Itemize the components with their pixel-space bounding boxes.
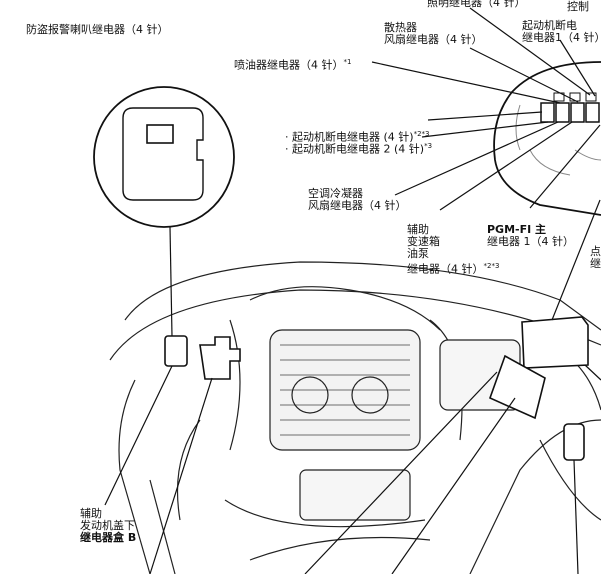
pgm-fi-relay-label-line2: 继电器 1（4 针） bbox=[487, 235, 574, 248]
ac-condenser-fan-relay-label-line1: 空调冷凝器 bbox=[308, 187, 363, 200]
starter-cut-relay-2-note: *3 bbox=[424, 142, 433, 150]
aux-pump-relay-label-line1: 辅助 bbox=[407, 223, 429, 236]
aux-pump-relay-note: *2*3 bbox=[483, 262, 500, 270]
pgm-fi-relay-label-line1: PGM-FI 主 bbox=[487, 223, 547, 236]
horn-relay-zoom bbox=[93, 86, 235, 228]
starter-cut-relay-top-label-line1: 起动机断电 bbox=[522, 19, 577, 32]
radiator-fan-relay-label-line1: 散热器 bbox=[384, 21, 417, 34]
starter-cut-relay-1-label: · 起动机断电继电器 (4 针)*2*3 bbox=[285, 130, 430, 144]
radiator-fan-relay-label-line2: 风扇继电器（4 针） bbox=[384, 33, 483, 46]
under-hood-fuse-box-shapes bbox=[488, 316, 589, 461]
right-label-partial-line1: 点 bbox=[590, 245, 601, 258]
injector-relay-label: 喷油器继电器（4 针）*1 bbox=[234, 58, 352, 72]
control-label-partial: 控制 bbox=[567, 0, 589, 13]
aux-pump-relay-label-line3: 油泵 bbox=[407, 247, 429, 260]
starter-cut-relay-1-note: *2*3 bbox=[413, 130, 430, 138]
aux-relay-box-b-shape bbox=[164, 335, 241, 380]
starter-cut-relay-top-label-line2: 继电器1（4 针） bbox=[522, 31, 601, 44]
lighting-relay-label: 照明继电器（4 针） bbox=[427, 0, 526, 9]
leader-lines bbox=[104, 7, 601, 574]
engine-bay-artwork bbox=[109, 261, 601, 574]
aux-relay-box-b-label-line1: 辅助 bbox=[80, 507, 102, 520]
aux-relay-box-b-label-line3: 继电器盒 B bbox=[80, 531, 137, 544]
aux-pump-relay-label-line2: 变速箱 bbox=[407, 235, 440, 248]
right-label-partial-line2: 继 bbox=[590, 257, 601, 270]
starter-cut-relay-2-label: · 起动机断电继电器 2 (4 针)*3 bbox=[285, 142, 433, 156]
horn-relay-label: 防盗报警喇叭继电器（4 针） bbox=[26, 23, 169, 36]
ac-condenser-fan-relay-label-line2: 风扇继电器（4 针） bbox=[308, 199, 407, 212]
aux-relay-box-b-label-line2: 发动机盖下 bbox=[80, 519, 135, 532]
aux-pump-relay-label-line4: 继电器（4 针）*2*3 bbox=[407, 262, 500, 276]
injector-relay-note: *1 bbox=[343, 58, 352, 66]
